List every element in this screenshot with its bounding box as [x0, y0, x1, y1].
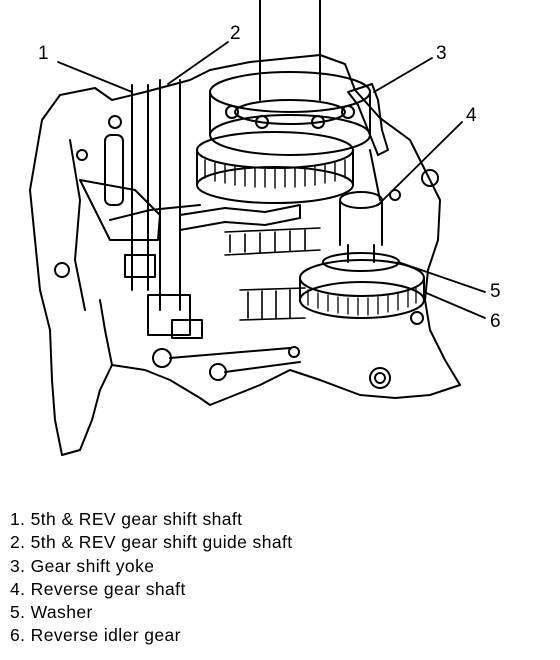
- leader-line-5: [397, 261, 486, 293]
- lever-bolt: [152, 348, 172, 368]
- reverse-shaft: [339, 199, 383, 246]
- shift-fork: [179, 204, 301, 231]
- gear-5th-side: [196, 149, 354, 186]
- callout-4: 4: [466, 105, 477, 126]
- callout-1: 1: [38, 43, 49, 64]
- guide-shaft-bracket: [147, 294, 191, 336]
- case-bolt: [369, 367, 391, 389]
- case-bolt: [108, 115, 122, 129]
- shift-lever-post: [104, 134, 124, 206]
- legend-item: 6. Reverse idler gear: [10, 625, 181, 646]
- case-bolt: [374, 372, 386, 384]
- shift-shaft: [131, 84, 149, 291]
- bearing-ball: [341, 105, 355, 119]
- gear-5th-teeth: [204, 159, 346, 189]
- bearing-ball: [255, 115, 269, 129]
- case-bolt: [421, 169, 439, 187]
- case-bolt: [76, 149, 88, 161]
- lever-pin: [288, 346, 300, 358]
- counter-gear-lower: [239, 287, 306, 321]
- bearing-ball: [225, 105, 239, 119]
- idler-gear-teeth: [307, 287, 417, 316]
- bearing-body: [209, 91, 371, 136]
- bearing-ball: [311, 115, 325, 129]
- shift-shaft-collar: [124, 254, 156, 278]
- lever-link: [169, 347, 301, 373]
- leader-line-6: [423, 291, 486, 319]
- parts-legend: 1. 5th & REV gear shift shaft 2. 5th & R…: [10, 508, 293, 648]
- lever-bolt: [209, 363, 227, 381]
- shift-lever: [79, 179, 161, 241]
- bearing-race: [234, 99, 346, 125]
- case-outline: [29, 54, 461, 456]
- case-bolt: [54, 262, 70, 278]
- idler-gear-bottom: [299, 281, 425, 319]
- leader-line-4: [377, 121, 463, 206]
- gear-5th-bottom: [196, 166, 354, 204]
- legend-item: 5. Washer: [10, 602, 93, 623]
- shift-yoke: [347, 83, 389, 156]
- guide-shaft: [159, 79, 181, 311]
- leader-line-2: [167, 41, 229, 85]
- callout-5: 5: [490, 281, 501, 302]
- leader-line-1: [57, 61, 133, 93]
- callout-6: 6: [490, 311, 501, 332]
- callout-3: 3: [436, 43, 447, 64]
- transmission-diagram: 1 2 3 4 5 6: [29, 0, 501, 456]
- shift-yoke-pin: [369, 149, 381, 201]
- callout-2: 2: [230, 23, 241, 44]
- legend-item: 4. Reverse gear shaft: [10, 578, 186, 599]
- idler-gear-side: [299, 277, 425, 301]
- case-inner-edge: [69, 139, 201, 366]
- legend-item: 1. 5th & REV gear shift shaft: [10, 509, 243, 529]
- leader-line-3: [373, 57, 433, 93]
- gear-5th-top: [196, 131, 354, 169]
- legend-item: 2. 5th & REV gear shift guide shaft: [10, 532, 293, 553]
- transmission-illustration: [29, 0, 486, 456]
- guide-shaft-tab: [171, 319, 203, 339]
- case-bolt: [389, 189, 401, 201]
- case-bolt: [410, 311, 424, 325]
- legend-item: 3. Gear shift yoke: [10, 555, 155, 576]
- reverse-shaft-top: [339, 191, 383, 209]
- main-shaft: [259, 0, 321, 101]
- counter-gear: [224, 227, 321, 256]
